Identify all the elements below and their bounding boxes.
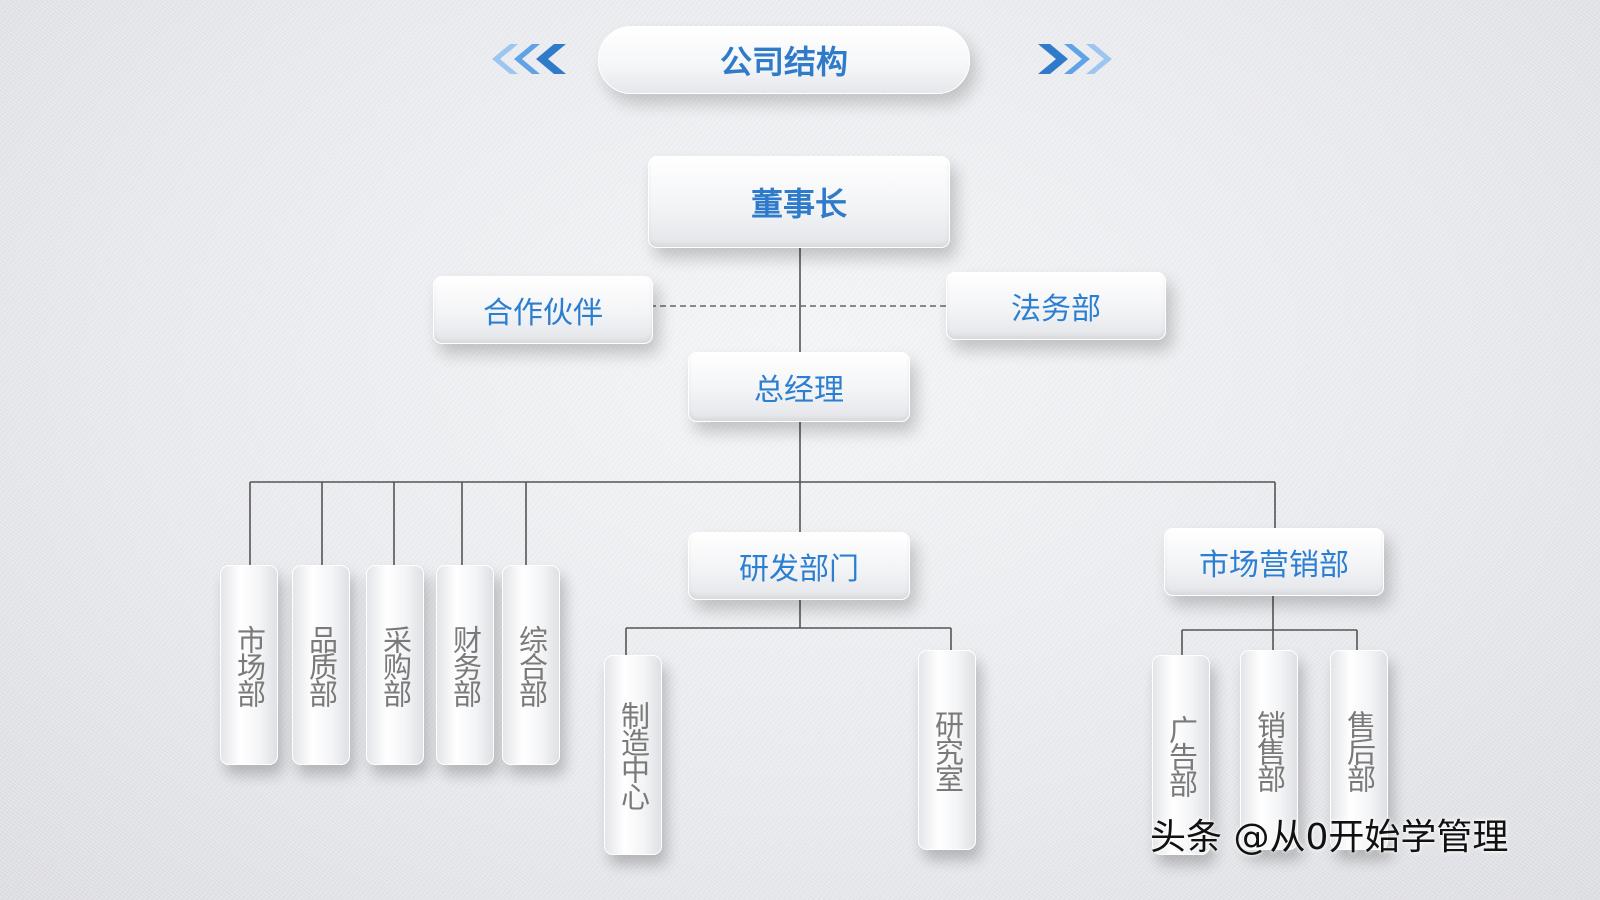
node-dept-quality-label: 品质部 [304, 624, 339, 706]
node-sales-label: 销售部 [1252, 709, 1287, 791]
node-partner: 合作伙伴 [433, 276, 653, 344]
node-dept-market-label: 市场部 [232, 624, 267, 706]
node-manufacturing-center-label: 制造中心 [616, 701, 651, 809]
node-research-lab: 研究室 [918, 650, 976, 850]
node-manufacturing-center: 制造中心 [604, 655, 662, 855]
watermark-text: 头条 @从0开始学管理 [1150, 817, 1509, 858]
node-after-sales-label: 售后部 [1342, 709, 1377, 791]
node-dept-general-label: 综合部 [514, 624, 549, 706]
node-dept-finance-label: 财务部 [448, 624, 483, 706]
node-advertising-label: 广告部 [1164, 714, 1199, 796]
node-rd-department: 研发部门 [688, 532, 910, 600]
node-sales: 销售部 [1240, 650, 1298, 850]
node-dept-general: 综合部 [502, 565, 560, 765]
triple-chevron-left-icon [492, 44, 566, 74]
node-chairman: 董事长 [648, 156, 950, 248]
node-general-manager: 总经理 [688, 352, 910, 422]
node-research-lab-label: 研究室 [930, 709, 965, 791]
triple-chevron-right-icon [1038, 44, 1112, 74]
node-legal: 法务部 [946, 272, 1166, 340]
page-title: 公司结构 [598, 26, 970, 94]
node-marketing-sales: 市场营销部 [1164, 528, 1384, 596]
node-dept-purchasing: 采购部 [366, 565, 424, 765]
node-advertising: 广告部 [1152, 655, 1210, 855]
node-after-sales: 售后部 [1330, 650, 1388, 850]
node-dept-market: 市场部 [220, 565, 278, 765]
node-dept-purchasing-label: 采购部 [378, 624, 413, 706]
node-dept-finance: 财务部 [436, 565, 494, 765]
node-dept-quality: 品质部 [292, 565, 350, 765]
